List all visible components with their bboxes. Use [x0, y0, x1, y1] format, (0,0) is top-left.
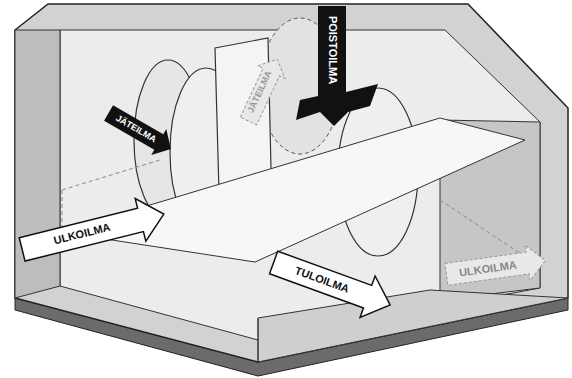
divider-plane — [60, 118, 525, 262]
air-flow-label: ULKOILMA — [53, 222, 112, 247]
panel-edge — [258, 318, 259, 362]
air-flow-label: JÄTEILMA — [246, 70, 273, 115]
air-flow-label: JÄTEILMA — [114, 114, 157, 144]
supply-air-arrow — [266, 242, 398, 326]
exhaust-air-arrow — [235, 53, 291, 127]
exhaust-air-arrow — [101, 100, 178, 162]
unit-housing — [15, 4, 568, 362]
outdoor-air-arrow — [17, 193, 169, 271]
air-flow-label: TULOILMA — [293, 265, 350, 295]
air-flow-label: ULKOILMA — [458, 260, 517, 279]
side-panel — [258, 290, 568, 362]
extract-air-arrow — [296, 6, 378, 126]
outdoor-air-arrow — [444, 243, 548, 293]
air-flow-label: POISTOILMA — [327, 16, 338, 84]
